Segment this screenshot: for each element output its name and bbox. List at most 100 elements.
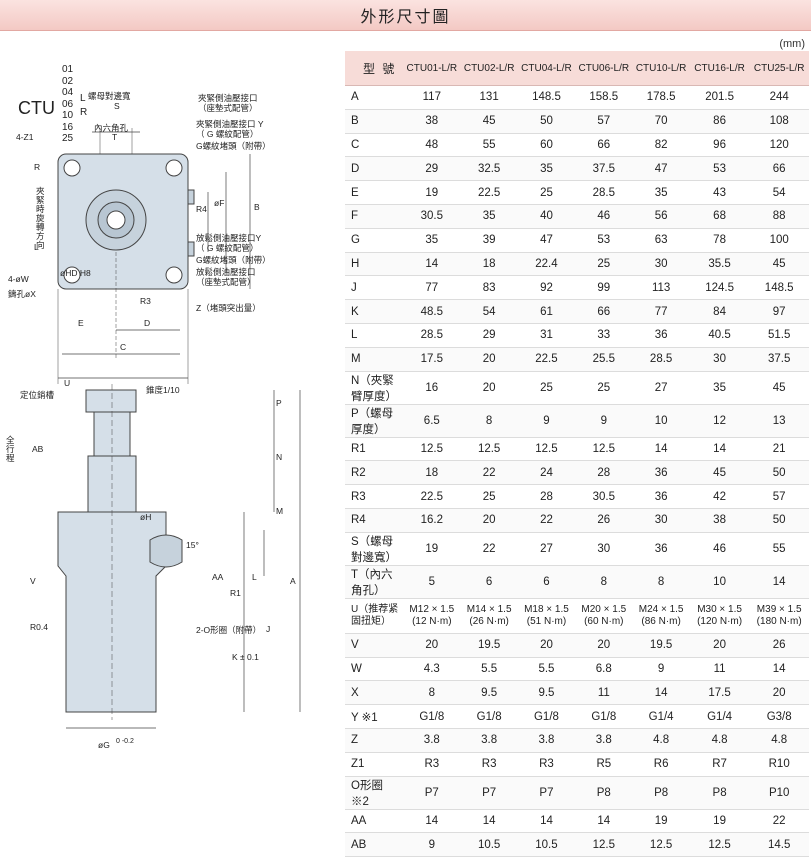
table-cell: 27 <box>632 371 690 405</box>
table-header-col: CTU04-L/R <box>517 51 576 86</box>
table-cell: M12 × 1.5 (12 N·m) <box>403 598 461 634</box>
table-cell: 16 <box>403 371 461 405</box>
label-clamp-port-y-note: （ G 螺紋配管） <box>196 129 259 139</box>
table-cell: 10.5 <box>460 832 518 857</box>
model-code-sizes: 01 02 04 06 10 16 25 <box>62 64 73 145</box>
unit-label: (mm) <box>779 38 805 50</box>
row-label: R4 <box>345 508 404 533</box>
table-cell: 3.8 <box>460 728 518 753</box>
label-j-dim: J <box>266 624 271 634</box>
table-cell: 30 <box>632 252 690 277</box>
table-cell: 100 <box>749 228 809 253</box>
table-cell: 50 <box>749 508 809 533</box>
table-cell: 244 <box>749 85 809 110</box>
table-cell: 45 <box>689 460 750 486</box>
table-cell: 29 <box>403 156 461 182</box>
label-4-z1: 4-Z1 <box>16 132 34 142</box>
table-cell: 12.5 <box>517 437 576 462</box>
table-header-col: CTU01-L/R <box>403 51 461 86</box>
table-cell: 66 <box>575 133 633 158</box>
table-cell: 131 <box>460 85 518 110</box>
table-cell: 19 <box>403 532 461 566</box>
table-cell: 108 <box>749 109 809 134</box>
table-cell: P8 <box>632 776 690 810</box>
table-cell: 10 <box>689 565 750 599</box>
table-cell: M18 × 1.5 (51 N·m) <box>517 598 576 634</box>
top-view-drawing <box>57 128 251 384</box>
table-cell: 9.5 <box>460 680 518 706</box>
table-cell: 86 <box>689 109 750 134</box>
table-cell: 20 <box>749 680 809 706</box>
table-cell: 178.5 <box>632 85 690 110</box>
table-cell: 37.5 <box>749 347 809 372</box>
row-label: D <box>345 156 404 182</box>
table-cell: R7 <box>689 752 750 777</box>
table-cell: 66 <box>575 299 633 324</box>
table-cell: 8 <box>460 404 518 438</box>
label-a-dim: A <box>290 576 296 586</box>
table-cell: 57 <box>575 109 633 134</box>
table-cell: 28.5 <box>632 347 690 372</box>
table-cell: 38 <box>403 109 461 134</box>
table-cell: 148.5 <box>749 275 809 301</box>
label-g-plug-1: G螺紋堵頭（附帶） <box>196 141 271 151</box>
row-label: Y ※1 <box>345 704 404 729</box>
table-cell: G1/4 <box>689 704 750 729</box>
table-cell: 27 <box>517 532 576 566</box>
table-cell: 21 <box>749 437 809 462</box>
label-v: V <box>30 576 36 586</box>
label-release-port-y-note: （ G 螺紋配管） <box>196 243 259 253</box>
table-cell: 68 <box>689 204 750 229</box>
table-cell: 120 <box>749 133 809 158</box>
table-cell: 36 <box>632 460 690 486</box>
table-cell: 6 <box>460 565 518 599</box>
table-cell: 39 <box>460 228 518 253</box>
table-cell: 3.8 <box>517 728 576 753</box>
row-label: R1 <box>345 437 404 462</box>
size-item: 25 <box>62 133 74 144</box>
table-cell: 77 <box>403 275 461 301</box>
table-cell: 36 <box>632 532 690 566</box>
table-cell: 18 <box>403 460 461 486</box>
label-g-plug-2: G螺紋堵頭（附帶） <box>196 255 271 265</box>
table-cell: 22 <box>749 809 809 834</box>
table-cell: 9 <box>575 404 633 438</box>
row-label: P（螺母厚度） <box>345 404 404 438</box>
row-label: S（螺母對邊寬） <box>345 532 404 566</box>
table-cell: 26 <box>575 508 633 533</box>
table-cell: G1/8 <box>517 704 576 729</box>
label-r1: R1 <box>230 588 241 598</box>
table-cell: 46 <box>689 532 750 566</box>
table-cell: 4.8 <box>749 728 809 753</box>
table-header-col: CTU06-L/R <box>575 51 633 86</box>
table-cell: 14 <box>749 565 809 599</box>
table-cell: 14 <box>632 437 690 462</box>
table-cell: 33 <box>575 323 633 348</box>
table-cell: 12 <box>689 404 750 438</box>
table-cell: 63 <box>632 228 690 253</box>
table-cell: 10.5 <box>517 832 576 857</box>
table-cell: 35 <box>460 204 518 229</box>
table-cell: 158.5 <box>575 85 633 110</box>
page-title: 外形尺寸圖 <box>360 9 451 26</box>
size-item: 06 <box>62 98 74 110</box>
table-cell: 54 <box>749 180 809 205</box>
table-cell: 9.5 <box>517 680 576 706</box>
row-label: N（夾緊臂厚度） <box>345 371 404 405</box>
table-cell: P8 <box>689 776 750 810</box>
table-header-col: CTU16-L/R <box>689 51 750 86</box>
table-cell: 45 <box>749 371 809 405</box>
label-taper: 錐度1/10 <box>146 385 180 395</box>
row-label: V <box>345 633 404 658</box>
table-cell: 36 <box>632 484 690 509</box>
table-cell: 3.8 <box>575 728 633 753</box>
table-cell: 22.5 <box>403 484 461 509</box>
table-cell: M20 × 1.5 (60 N·m) <box>575 598 633 634</box>
table-cell: 96 <box>689 133 750 158</box>
label-ab: AB <box>32 444 44 454</box>
label-r0-4: R0.4 <box>30 622 48 632</box>
table-cell: 20 <box>575 633 633 658</box>
